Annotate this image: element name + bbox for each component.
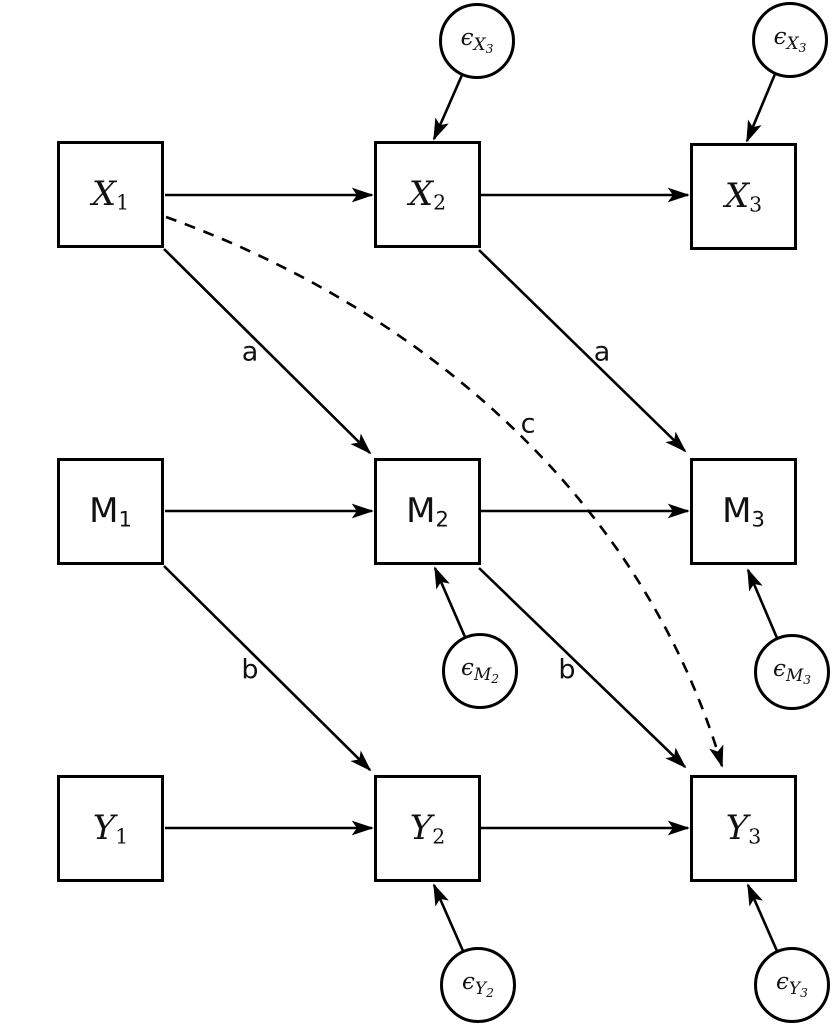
node-m1-subscript: 1 xyxy=(118,506,132,532)
node-y3-subscript: 3 xyxy=(748,824,762,849)
error-idx-x2: 3 xyxy=(485,41,494,56)
arrow-eps-x3 xyxy=(745,73,777,143)
arrow-x1-m2-a xyxy=(163,248,372,455)
node-x3-subscript: 3 xyxy=(749,192,763,217)
path-label-a-x2m3: a xyxy=(593,336,611,368)
node-m1-label: M xyxy=(89,490,119,531)
path-label-b-m1y2: b xyxy=(241,654,259,686)
error-circle-below-y2: ϵY2 xyxy=(440,947,516,1023)
error-var-y3: Y xyxy=(788,978,801,999)
error-circle-below-m2: ϵM2 xyxy=(442,633,518,709)
path-label-b-m2y3: b xyxy=(558,654,576,686)
error-idx-y3: 3 xyxy=(800,985,808,1000)
node-x1-label: X xyxy=(91,173,117,214)
node-y2: Y2 xyxy=(374,775,481,882)
node-x3-label: X xyxy=(724,175,750,216)
node-x2-subscript: 2 xyxy=(433,190,447,215)
error-circle-above-x3: ϵX3 xyxy=(752,2,828,78)
error-var-x2: X xyxy=(473,34,486,55)
node-y1: Y1 xyxy=(57,775,164,882)
error-var-y2: Y xyxy=(474,978,487,999)
epsilon-icon: ϵ xyxy=(772,655,786,682)
node-m2: M2 xyxy=(374,458,481,565)
epsilon-icon: ϵ xyxy=(460,654,474,681)
node-x1-subscript: 1 xyxy=(116,190,130,215)
error-circle-below-y3: ϵY3 xyxy=(754,947,830,1023)
error-circle-above-x2: ϵX3 xyxy=(439,3,515,79)
node-y2-label: Y xyxy=(409,807,433,848)
epsilon-icon: ϵ xyxy=(776,968,789,995)
arrow-eps-m3 xyxy=(746,568,779,639)
arrow-eps-x2 xyxy=(432,74,464,141)
node-m1: M1 xyxy=(57,458,164,565)
node-m2-subscript: 2 xyxy=(435,506,449,532)
node-y3-label: Y xyxy=(725,807,749,848)
error-idx-y2: 2 xyxy=(486,985,494,1000)
error-circle-below-m3: ϵM3 xyxy=(754,634,830,710)
node-m3-subscript: 3 xyxy=(751,506,765,532)
node-m3-label: M xyxy=(722,490,752,531)
node-x2: X2 xyxy=(374,141,481,248)
error-idx-m2: 2 xyxy=(491,671,500,686)
arrow-m2-y3-b xyxy=(478,567,687,769)
error-idx-m3: 3 xyxy=(803,672,812,687)
epsilon-icon: ϵ xyxy=(462,968,475,995)
epsilon-icon: ϵ xyxy=(460,24,474,51)
node-y1-subscript: 1 xyxy=(115,824,129,849)
arrow-eps-y3 xyxy=(746,883,779,952)
node-m2-label: M xyxy=(406,490,436,531)
node-x2-label: X xyxy=(408,173,434,214)
node-x1: X1 xyxy=(57,141,164,248)
arrow-x1-y3-c-dashed xyxy=(165,215,724,768)
arrow-x2-m3-a xyxy=(478,249,687,453)
arrow-eps-m2 xyxy=(433,566,467,638)
error-var-m2: M xyxy=(473,664,492,685)
node-y1-label: Y xyxy=(92,807,116,848)
arrow-eps-y2 xyxy=(432,883,465,952)
node-y3: Y3 xyxy=(690,775,797,882)
error-idx-x3: 3 xyxy=(798,40,807,55)
node-x3: X3 xyxy=(690,143,797,250)
node-y2-subscript: 2 xyxy=(432,824,446,849)
error-var-m3: M xyxy=(785,665,804,686)
node-m3: M3 xyxy=(690,458,797,565)
arrow-m1-y2-b xyxy=(163,565,372,772)
epsilon-icon: ϵ xyxy=(773,23,787,50)
path-label-a-x1m2: a xyxy=(241,336,259,368)
path-label-c-x1y3: c xyxy=(520,408,536,440)
error-var-x3: X xyxy=(786,33,799,54)
